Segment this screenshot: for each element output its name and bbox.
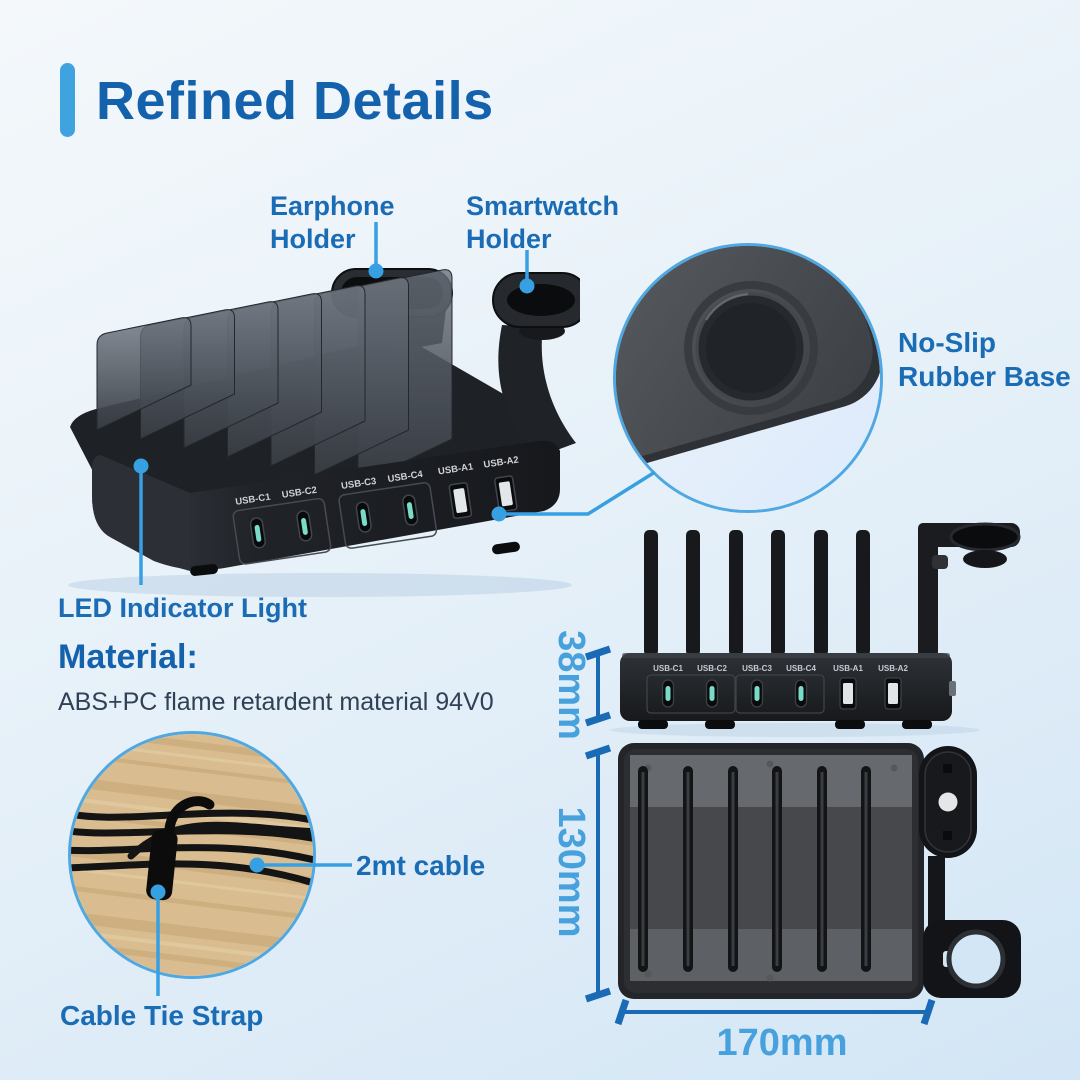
rubber-base-inset <box>613 243 883 513</box>
port-label: USB-C2 <box>697 664 727 673</box>
watch-arm-part <box>918 522 1021 657</box>
cable-length-label: 2mt cable <box>356 850 486 881</box>
port-label: USB-A1 <box>833 664 863 673</box>
port-label: USB-C2 <box>281 485 318 501</box>
cable-tie-label: Cable Tie Strap <box>60 1000 264 1031</box>
port-label: USB-C3 <box>742 664 772 673</box>
tie-strap <box>146 796 215 901</box>
page-title: Refined Details <box>96 71 494 131</box>
material-description: ABS+PC flame retardent material 94V0 <box>58 688 494 716</box>
divider-slots <box>638 766 871 972</box>
port-label: USB-A2 <box>878 664 908 673</box>
rubber-base-label: No-Slip Rubber Base <box>898 327 1071 393</box>
front-view-image: USB-C1 USB-C2 USB-C3 USB-C4 USB-A1 USB-A… <box>610 522 1021 737</box>
material-heading: Material: <box>58 638 198 676</box>
dimension-width-label: 170mm <box>716 1022 848 1064</box>
port-label: USB-C1 <box>235 492 272 508</box>
port-label: USB-A2 <box>483 455 520 471</box>
feet <box>638 720 932 729</box>
dimension-depth-label: 130mm <box>550 806 592 938</box>
smartwatch-holder-label: Smartwatch Holder <box>466 191 620 254</box>
divider-fins <box>96 269 453 485</box>
port-label: USB-A1 <box>437 461 474 477</box>
port-label: USB-C4 <box>387 469 424 485</box>
divider-tabs <box>644 530 870 656</box>
cable-tie-inset <box>68 731 316 979</box>
port-label: USB-C1 <box>653 664 683 673</box>
title-accent-bar <box>60 63 75 137</box>
top-view-image <box>618 743 1021 999</box>
port-label: USB-C3 <box>340 476 377 492</box>
led-indicator-label: LED Indicator Light <box>58 593 307 623</box>
port-label: USB-C4 <box>786 664 816 673</box>
main-product-image: USB-C1 USB-C2 USB-C3 USB-C4 USB-A1 USB-A… <box>68 268 580 597</box>
dimension-height-label: 38mm <box>550 630 592 740</box>
smartwatch-holder-part <box>492 272 580 457</box>
watch-mount-top <box>919 746 1021 998</box>
earphone-holder-label: Earphone Holder <box>270 191 395 254</box>
